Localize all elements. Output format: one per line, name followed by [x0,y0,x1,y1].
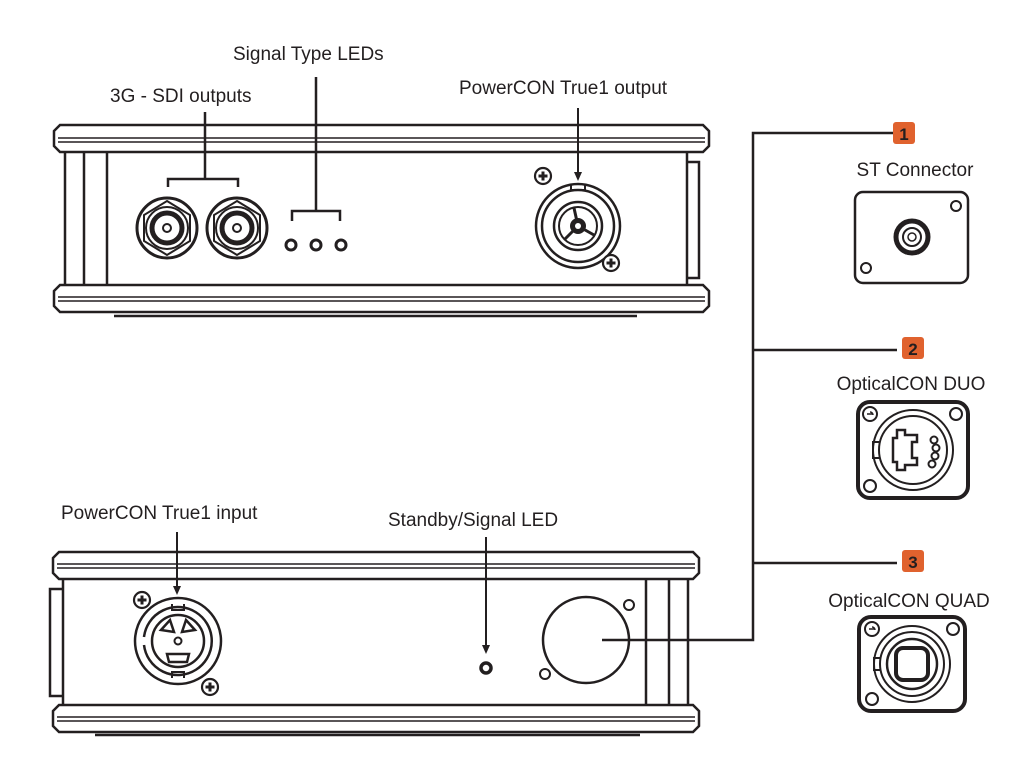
sdi-outputs-label: 3G - SDI outputs [110,86,252,107]
powercon-output-connector [534,182,622,270]
fiber-options-tree: 1 ST Connector 2 OpticalCON DUO [602,122,990,713]
option-label-3: OpticalCON QUAD [828,591,990,612]
screw-icon [132,590,152,610]
sdi-output-2 [205,196,269,260]
screw-icon [601,253,621,273]
screw-icon [533,166,553,186]
option-number-3: 3 [908,553,917,572]
option-badge-2 [902,337,924,359]
powercon-input-connector [133,596,223,686]
fiber-option-3: 3 OpticalCON QUAD [828,550,990,713]
signal-led-1 [284,238,298,252]
option-label-1: ST Connector [857,160,975,181]
standby-led [479,661,493,675]
fiber-option-1: 1 ST Connector [853,122,975,285]
opticalcon-quad-icon [857,615,967,713]
top-device: 3G - SDI outputs Signal Type LEDs PowerC… [52,44,711,318]
st-connector-icon [853,190,970,285]
option-number-2: 2 [908,340,917,359]
option-number-1: 1 [899,125,908,144]
standby-led-label: Standby/Signal LED [388,510,558,531]
opticalcon-duo-icon [856,400,970,500]
signal-type-leds-label: Signal Type LEDs [233,44,384,65]
fiber-option-2: 2 OpticalCON DUO [837,337,986,500]
signal-type-leds [284,238,348,252]
option-badge-3 [902,550,924,572]
bottom-device: PowerCON True1 input Standby/Signal LED [48,503,701,737]
powercon-output-label: PowerCON True1 output [459,78,668,99]
signal-led-2 [309,238,323,252]
powercon-input-label: PowerCON True1 input [61,503,258,524]
screw-icon [200,677,220,697]
option-label-2: OpticalCON DUO [837,374,986,395]
sdi-output-1 [135,196,199,260]
signal-led-3 [334,238,348,252]
option-badge-1 [893,122,915,144]
